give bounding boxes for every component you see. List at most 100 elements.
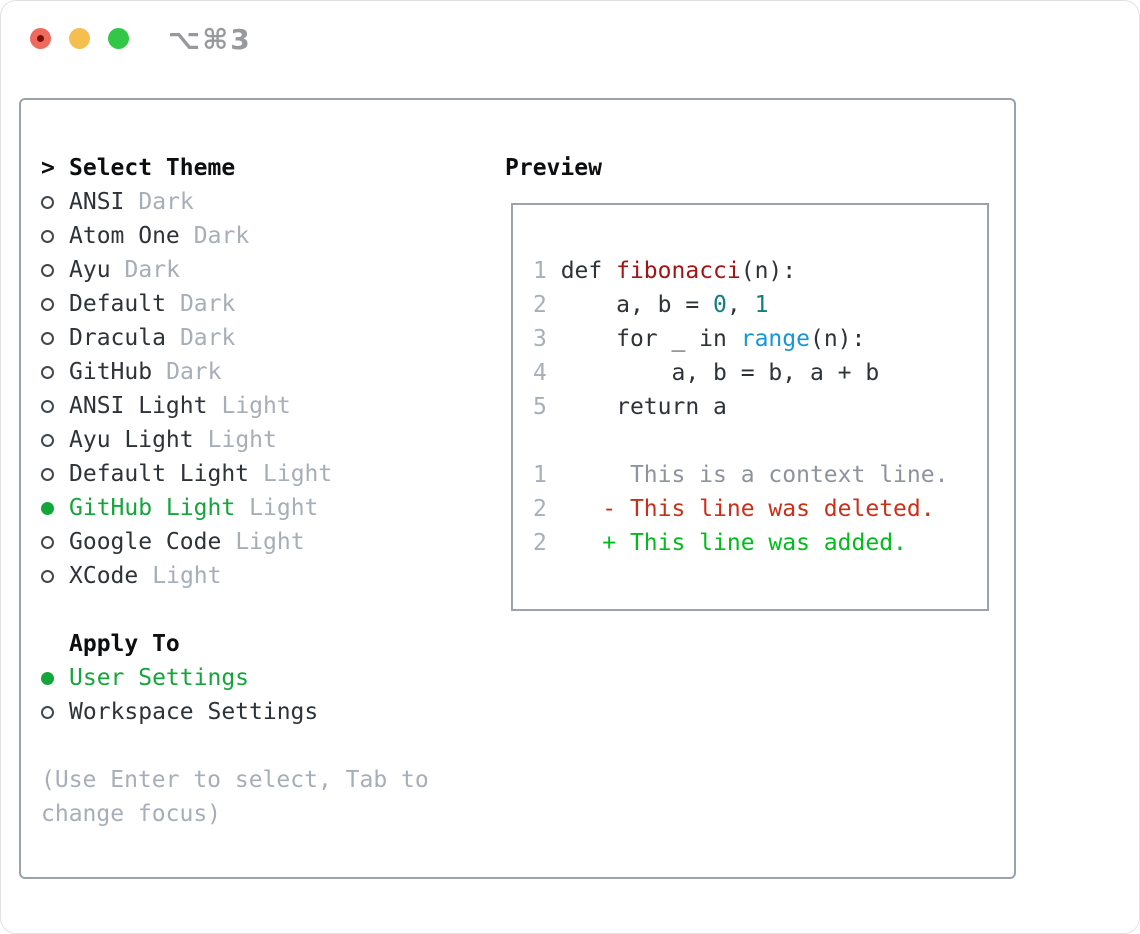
preview-code-line: 3 for _ in range(n): (533, 322, 948, 356)
theme-option-ansi-light[interactable]: ANSI Light Light (41, 389, 461, 423)
preview-code-line (533, 424, 948, 458)
theme-variant-label: Light (249, 495, 319, 521)
radio-icon (41, 365, 54, 379)
theme-option-github[interactable]: GitHub Dark (41, 355, 461, 389)
preview-code-line: 2 - This line was deleted. (533, 492, 948, 526)
code-segment-code: a, b = b, a + b (546, 360, 880, 386)
theme-name: ANSI (69, 189, 125, 215)
theme-name: ANSI Light (69, 393, 208, 419)
theme-name: Default (69, 291, 166, 317)
select-theme-header-row: > Select Theme (41, 151, 461, 185)
preview-code-line: 1 def fibonacci(n): (533, 254, 948, 288)
radio-icon (41, 705, 54, 719)
apply-option-label: Workspace Settings (69, 699, 319, 725)
apply-to-header-row: Apply To (41, 627, 461, 661)
keyboard-hint: (Use Enter to select, Tab to change focu… (41, 767, 429, 827)
select-theme-header: Select Theme (69, 155, 236, 181)
radio-icon (41, 297, 54, 311)
theme-variant-label: Light (207, 427, 277, 453)
radio-icon (41, 263, 54, 277)
code-segment-func: fibonacci (616, 258, 741, 284)
code-segment-numlit: 0 (713, 292, 727, 318)
preview-header: Preview (505, 155, 602, 181)
apply-option-workspace-settings[interactable]: Workspace Settings (41, 695, 461, 729)
preview-code-line: 1 This is a context line. (533, 458, 948, 492)
radio-selected-icon (41, 671, 54, 685)
code-segment-code: def (546, 258, 617, 284)
line-number: 2 (533, 496, 547, 522)
theme-option-ansi[interactable]: ANSI Dark (41, 185, 461, 219)
line-number: 3 (533, 326, 547, 352)
line-number: 4 (533, 360, 547, 386)
line-number: 1 (533, 462, 547, 488)
preview-code-line: 4 a, b = b, a + b (533, 356, 948, 390)
code-segment-code: a, b = (546, 292, 714, 318)
theme-variant-label: Light (152, 563, 222, 589)
apply-option-user-settings[interactable]: User Settings (41, 661, 461, 695)
theme-option-ayu-light[interactable]: Ayu Light Light (41, 423, 461, 457)
theme-option-default-light[interactable]: Default Light Light (41, 457, 461, 491)
radio-selected-icon (41, 501, 54, 515)
title-bar: ⌥⌘3 (1, 1, 1139, 75)
theme-name: Google Code (69, 529, 222, 555)
line-number: 1 (533, 258, 547, 284)
radio-icon (41, 433, 54, 447)
radio-icon (41, 331, 54, 345)
theme-name: Ayu Light (69, 427, 194, 453)
radio-icon (41, 399, 54, 413)
theme-option-github-light[interactable]: GitHub Light Light (41, 491, 461, 525)
theme-variant-label: Dark (166, 359, 222, 385)
minimize-button[interactable] (69, 28, 90, 49)
theme-name: GitHub (69, 359, 153, 385)
radio-icon (41, 569, 54, 583)
apply-option-label: User Settings (69, 665, 250, 691)
radio-icon (41, 195, 54, 209)
theme-option-xcode[interactable]: XCode Light (41, 559, 461, 593)
preview-code-line: 2 + This line was added. (533, 526, 948, 560)
window-title: ⌥⌘3 (168, 23, 252, 56)
code-segment-del: - This line was deleted. (546, 496, 935, 522)
theme-name: XCode (69, 563, 139, 589)
code-segment-numlit: 1 (754, 292, 769, 318)
theme-name: Dracula (69, 325, 166, 351)
theme-variant-label: Light (235, 529, 305, 555)
selection-caret: > (41, 155, 55, 181)
radio-icon (41, 535, 54, 549)
theme-name: Atom One (69, 223, 180, 249)
preview-code-line: 2 a, b = 0, 1 (533, 288, 948, 322)
theme-variant-label: Light (263, 461, 333, 487)
zoom-button[interactable] (108, 28, 129, 49)
theme-variant-label: Dark (124, 257, 180, 283)
theme-variant-label: Dark (138, 189, 194, 215)
apply-to-header: Apply To (69, 631, 180, 657)
theme-variant-label: Dark (179, 325, 236, 351)
line-number: 5 (533, 394, 547, 420)
code-segment-code: (n): (809, 326, 866, 352)
theme-option-dracula[interactable]: Dracula Dark (41, 321, 461, 355)
radio-icon (41, 467, 54, 481)
code-segment-code: for _ in (546, 326, 741, 352)
preview-code-line: 5 return a (533, 390, 948, 424)
code-segment-context: This is a context line. (546, 462, 949, 488)
theme-variant-label: Light (221, 393, 291, 419)
theme-name: Default Light (69, 461, 250, 487)
theme-variant-label: Dark (193, 223, 250, 249)
theme-name: GitHub Light (69, 495, 236, 521)
close-button[interactable] (30, 28, 51, 49)
code-segment-add: + This line was added. (546, 530, 907, 556)
line-number: 2 (533, 530, 547, 556)
code-segment-builtin: range (740, 326, 810, 352)
theme-option-atom-one[interactable]: Atom One Dark (41, 219, 461, 253)
theme-option-google-code[interactable]: Google Code Light (41, 525, 461, 559)
radio-icon (41, 229, 54, 243)
line-number: 2 (533, 292, 547, 318)
